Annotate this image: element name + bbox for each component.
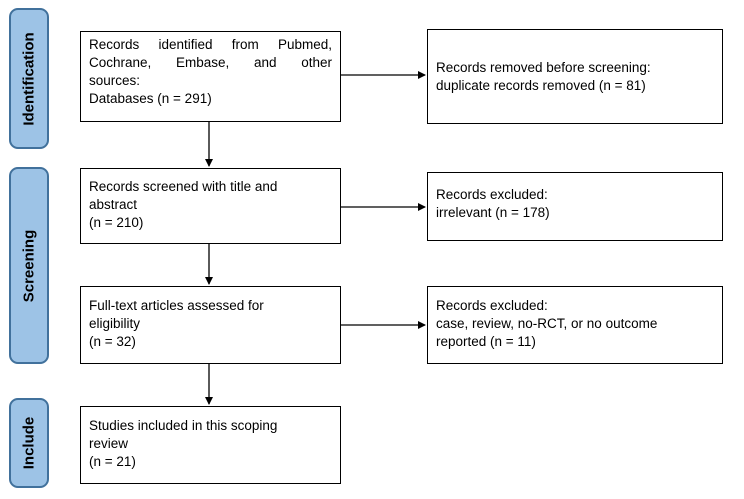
box-line: Records excluded: — [436, 187, 548, 202]
studies-included-box: Studies included in this scoping review … — [80, 406, 341, 484]
box-line: reported (n = 11) — [436, 334, 536, 349]
records-excluded-screening-box: Records excluded: irrelevant (n = 178) — [427, 172, 723, 241]
records-screened-box: Records screened with title and abstract… — [80, 168, 341, 244]
records-identified-box: Records identified from Pubmed, Cochrane… — [80, 31, 341, 122]
box-line: case, review, no-RCT, or no outcome — [436, 316, 658, 331]
records-removed-box: Records removed before screening: duplic… — [427, 29, 723, 124]
box-line: abstract — [89, 197, 138, 212]
box-line: Records screened with title and — [89, 179, 278, 194]
box-line: Records identified from Pubmed, — [89, 37, 332, 52]
box-line: Studies included in this scoping — [89, 418, 278, 433]
box-line: (n = 21) — [89, 454, 136, 469]
records-excluded-fulltext-box: Records excluded: case, review, no-RCT, … — [427, 286, 723, 364]
box-line: Records excluded: — [436, 298, 548, 313]
stage-screening: Screening — [9, 167, 49, 364]
stage-include: Include — [9, 398, 49, 488]
box-line: Full-text articles assessed for — [89, 298, 264, 313]
box-line: (n = 210) — [89, 215, 144, 230]
box-line: eligibility — [89, 316, 141, 331]
box-line: Records removed before screening: — [436, 60, 651, 75]
box-line: Databases (n = 291) — [89, 91, 212, 106]
box-line: irrelevant (n = 178) — [436, 205, 550, 220]
box-line: duplicate records removed (n = 81) — [436, 78, 646, 93]
stage-identification: Identification — [9, 8, 49, 149]
box-line: Cochrane, Embase, and other — [89, 55, 332, 70]
box-line: sources: — [89, 73, 141, 88]
box-line: (n = 32) — [89, 334, 136, 349]
fulltext-assessed-box: Full-text articles assessed for eligibil… — [80, 286, 341, 364]
box-line: review — [89, 436, 129, 451]
